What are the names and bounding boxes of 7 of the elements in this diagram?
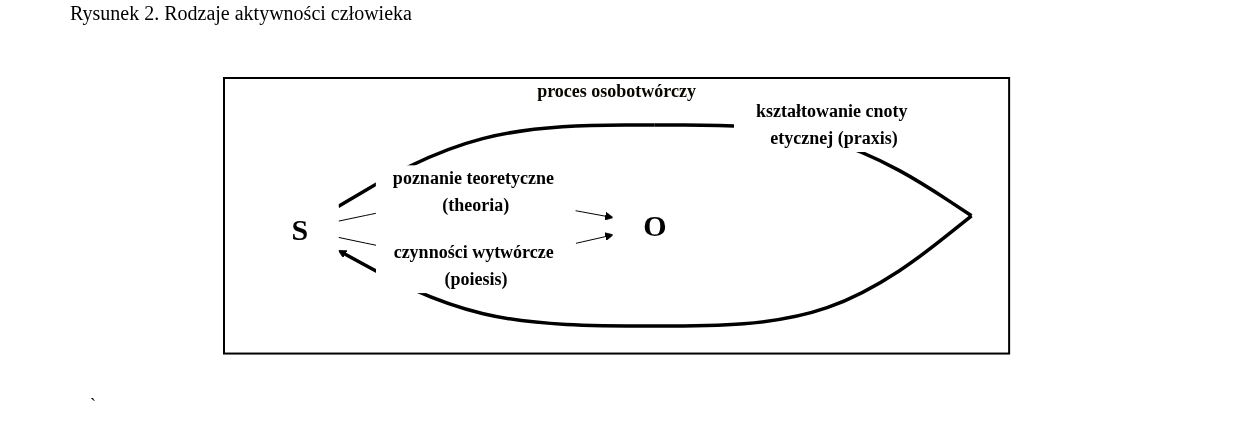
- node-text: S: [291, 212, 309, 246]
- stray-mark: `: [90, 395, 96, 415]
- edge-label: kształtowanie cnoty etycznej (praxis): [756, 101, 908, 149]
- node-text: O: [643, 209, 667, 243]
- edge-label: poznanie teoretyczne (theoria): [393, 168, 555, 216]
- edge-label: czynności wytwórcze (poiesis): [394, 242, 555, 290]
- figure-title: Rysunek 2. Rodzaje aktywności człowieka: [69, 1, 413, 26]
